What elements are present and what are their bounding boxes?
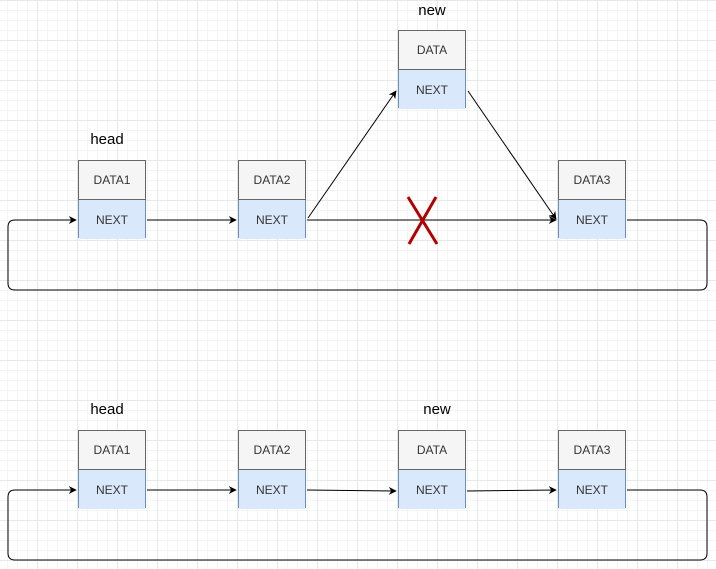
head-label-bottom: head (90, 401, 124, 418)
list-node-3-bottom: DATA3 NEXT (558, 430, 626, 509)
node-data-cell: DATA (398, 30, 466, 70)
list-node-new-bottom: DATA NEXT (398, 430, 466, 509)
edge-new-to-node3-bottom (466, 486, 557, 495)
node-data-cell: DATA1 (78, 430, 146, 470)
node-data-cell: DATA3 (558, 160, 626, 200)
new-label-bottom: new (423, 401, 451, 418)
node-next-cell: NEXT (559, 200, 625, 239)
edge-node2-to-new (307, 90, 397, 219)
node-next-cell: NEXT (79, 200, 145, 239)
node-data-cell: DATA (398, 430, 466, 470)
list-node-1: DATA1 NEXT (78, 160, 146, 239)
node-next-cell: NEXT (239, 470, 305, 509)
edge-loop-back-bottom (7, 486, 708, 561)
node-next-cell: NEXT (79, 470, 145, 509)
cross-mark-icon (406, 196, 439, 245)
edge-new-to-node3 (467, 90, 557, 220)
node-next-cell: NEXT (559, 470, 625, 509)
head-label: head (90, 131, 124, 148)
node-next-cell: NEXT (399, 70, 465, 109)
list-node-3: DATA3 NEXT (558, 160, 626, 239)
node-data-cell: DATA1 (78, 160, 146, 200)
node-next-cell: NEXT (399, 470, 465, 509)
list-node-1-bottom: DATA1 NEXT (78, 430, 146, 509)
list-node-2: DATA2 NEXT (238, 160, 306, 239)
node-data-cell: DATA2 (238, 160, 306, 200)
new-label: new (418, 2, 446, 19)
list-node-2-bottom: DATA2 NEXT (238, 430, 306, 509)
edge-node2-to-new-bottom (306, 486, 397, 495)
edge-loop-back-top (7, 216, 708, 291)
node-next-cell: NEXT (239, 200, 305, 239)
list-node-new: DATA NEXT (398, 30, 466, 109)
node-data-cell: DATA3 (558, 430, 626, 470)
node-data-cell: DATA2 (238, 430, 306, 470)
